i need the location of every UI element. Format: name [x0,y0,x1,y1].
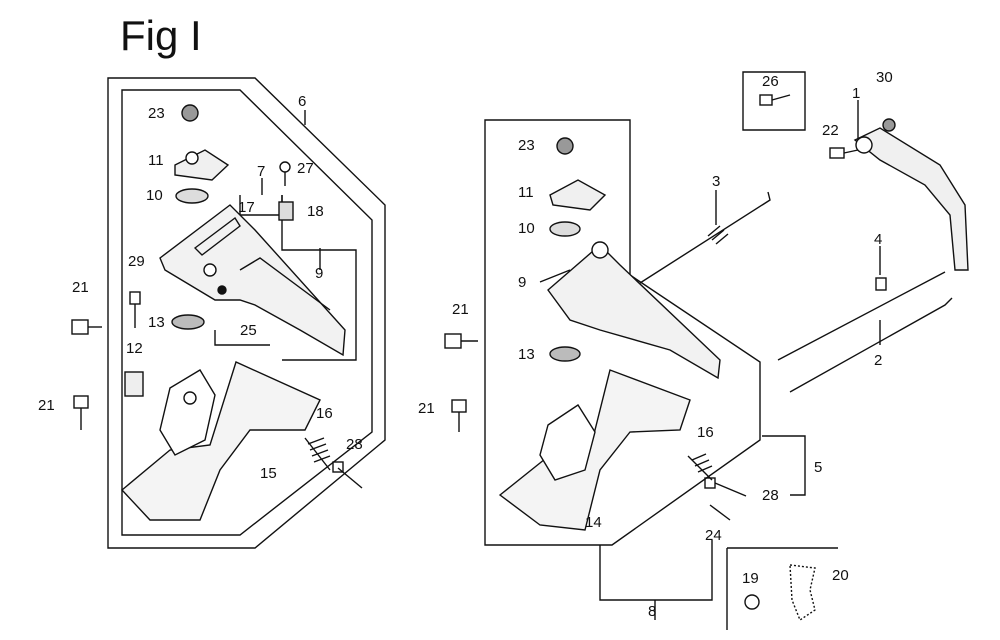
callout-25-left: 25 [240,322,257,339]
callout-28-right: 28 [762,487,779,504]
callouts-right: 26 30 1 22 23 3 11 10 9 4 21 2 13 21 16 … [418,69,893,620]
callout-15-left: 15 [260,465,277,482]
callout-28-left: 28 [346,436,363,453]
callout-14: 14 [585,514,602,531]
callout-23-right: 23 [518,137,535,154]
callout-1: 1 [852,85,860,102]
callout-30: 30 [876,69,893,86]
callout-20: 20 [832,567,849,584]
callout-11-left: 11 [148,152,164,169]
callout-21a-left: 21 [72,279,89,296]
bolt-21b [73,395,89,430]
callout-29-left: 29 [128,253,145,270]
left-group-border [107,77,386,549]
callout-21c-right: 21 [452,301,469,318]
callout-22: 22 [822,122,839,139]
parts-19-20-box [726,547,838,630]
callout-11-right: 11 [518,184,534,201]
callout-13-right: 13 [518,346,535,363]
left-group-inner-border [121,89,373,536]
callout-23-left: 23 [148,105,165,122]
bolt-21a [71,319,102,335]
callout-18-left: 18 [307,203,324,220]
callout-3: 3 [712,173,720,190]
callout-10-right: 10 [518,220,535,237]
callout-19: 19 [742,570,759,587]
callout-12-left: 12 [126,340,143,357]
callouts-left: 23 11 10 17 7 27 6 18 9 29 21 13 25 12 2… [38,93,363,482]
callout-2: 2 [874,352,882,369]
bolt-29 [129,291,141,328]
bolt-22 [829,147,859,159]
callout-6-left: 6 [298,93,306,110]
callout-21d-right: 21 [418,400,435,417]
right-group-border [484,119,761,546]
bolt-21d [451,399,467,432]
callout-5: 5 [814,459,822,476]
callout-4: 4 [874,231,882,248]
callout-9-left: 9 [315,265,323,282]
callout-16-left: 16 [316,405,333,422]
bolt-26 [759,94,791,106]
callout-8: 8 [648,603,656,620]
part-26-box [742,71,806,131]
callout-13-left: 13 [148,314,165,331]
callout-10-left: 10 [146,187,163,204]
figure-title: Fig I [120,12,202,59]
callout-21b-left: 21 [38,397,55,414]
callout-16-right: 16 [697,424,714,441]
callout-27-left: 27 [297,160,314,177]
callout-24: 24 [705,527,722,544]
bolt-21c [444,333,478,349]
bolt-27 [279,161,291,186]
callout-9-right: 9 [518,274,526,291]
callout-7-left: 7 [257,163,265,180]
callout-26: 26 [762,73,779,90]
callout-17-left: 17 [238,199,255,216]
